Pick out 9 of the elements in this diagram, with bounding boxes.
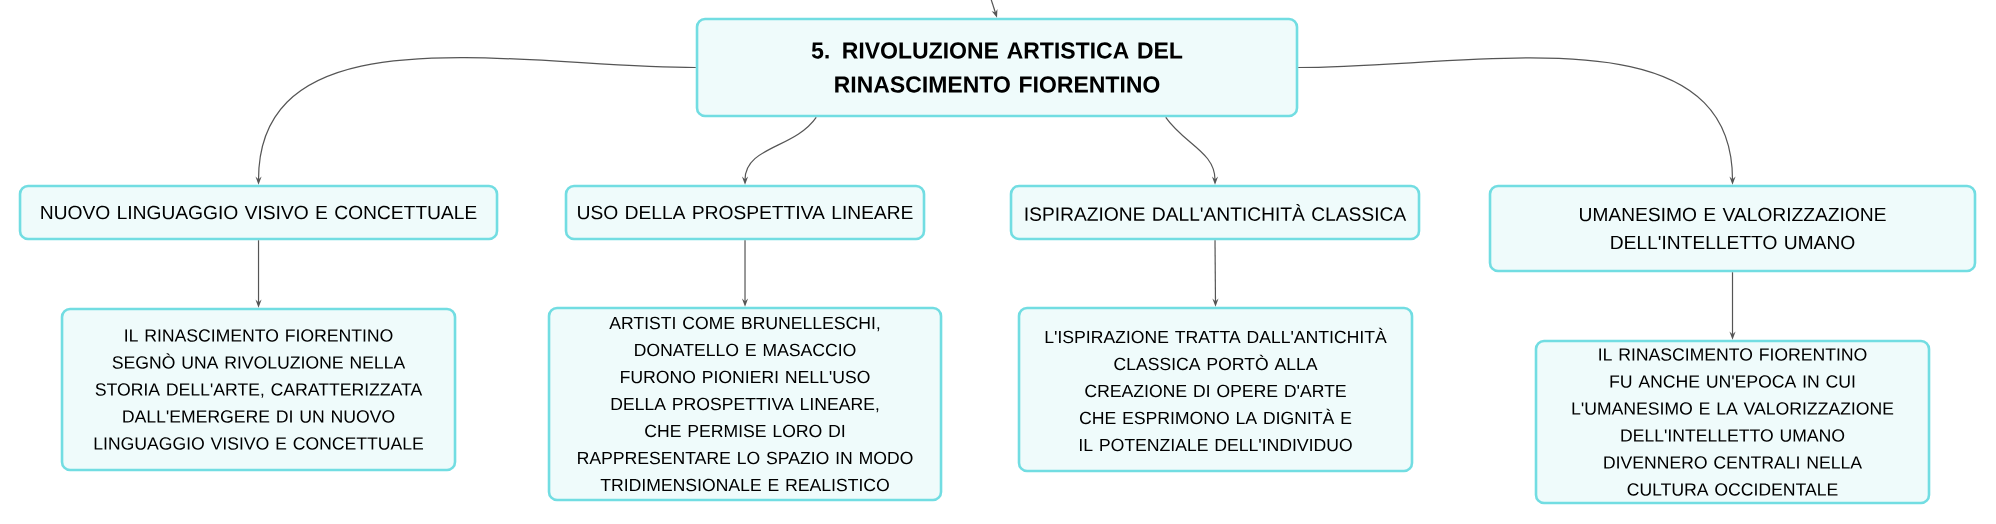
- description-box: IL RINASCIMENTO FIORENTINO FU ANCHE UN'EPOCA IN CUI L'UMANESIMO E LA VALORIZZAZIONE DELL'INTELLETTO UMANO DIVENNERO CENTRALI NELLA CULTURA OCCIDENTALE: [1534, 339, 1931, 505]
- subtopic-box: NUOVO LINGUAGGIO VISIVO E CONCETTUALE: [18, 184, 499, 241]
- topic-box: 5. RIVOLUZIONE ARTISTICA DEL RINASCIMENTO FIORENTINO: [695, 17, 1299, 118]
- description-box: L'ISPIRAZIONE TRATTA DALL'ANTICHITÀ CLASSICA PORTÒ ALLA CREAZIONE DI OPERE D'ARTE CHE ESPRIMONO LA DIGNITÀ E IL POTENZIALE DELL'INDIVIDUO: [1017, 306, 1414, 473]
- subtopic-box: UMANESIMO E VALORIZZAZIONE DELL'INTELLETTO UMANO: [1488, 184, 1977, 273]
- subtopic-box: ISPIRAZIONE DALL'ANTICHITÀ CLASSICA: [1009, 184, 1421, 241]
- description-box: ARTISTI COME BRUNELLESCHI, DONATELLO E MASACCIO FURONO PIONIERI NELL'USO DELLA PROSPETTIVA LINEARE, CHE PERMISE LORO DI RAPPRESENTARE LO SPAZIO IN MODO TRIDIMENSIONALE E REALISTICO: [547, 306, 943, 502]
- description-box: IL RINASCIMENTO FIORENTINO SEGNÒ UNA RIVOLUZIONE NELLA STORIA DELL'ARTE, CARATTERIZZATA DALL'EMERGERE DI UN NUOVO LINGUAGGIO VISIVO E CONCETTUALE: [60, 307, 457, 472]
- subtopic-box: USO DELLA PROSPETTIVA LINEARE: [564, 184, 926, 241]
